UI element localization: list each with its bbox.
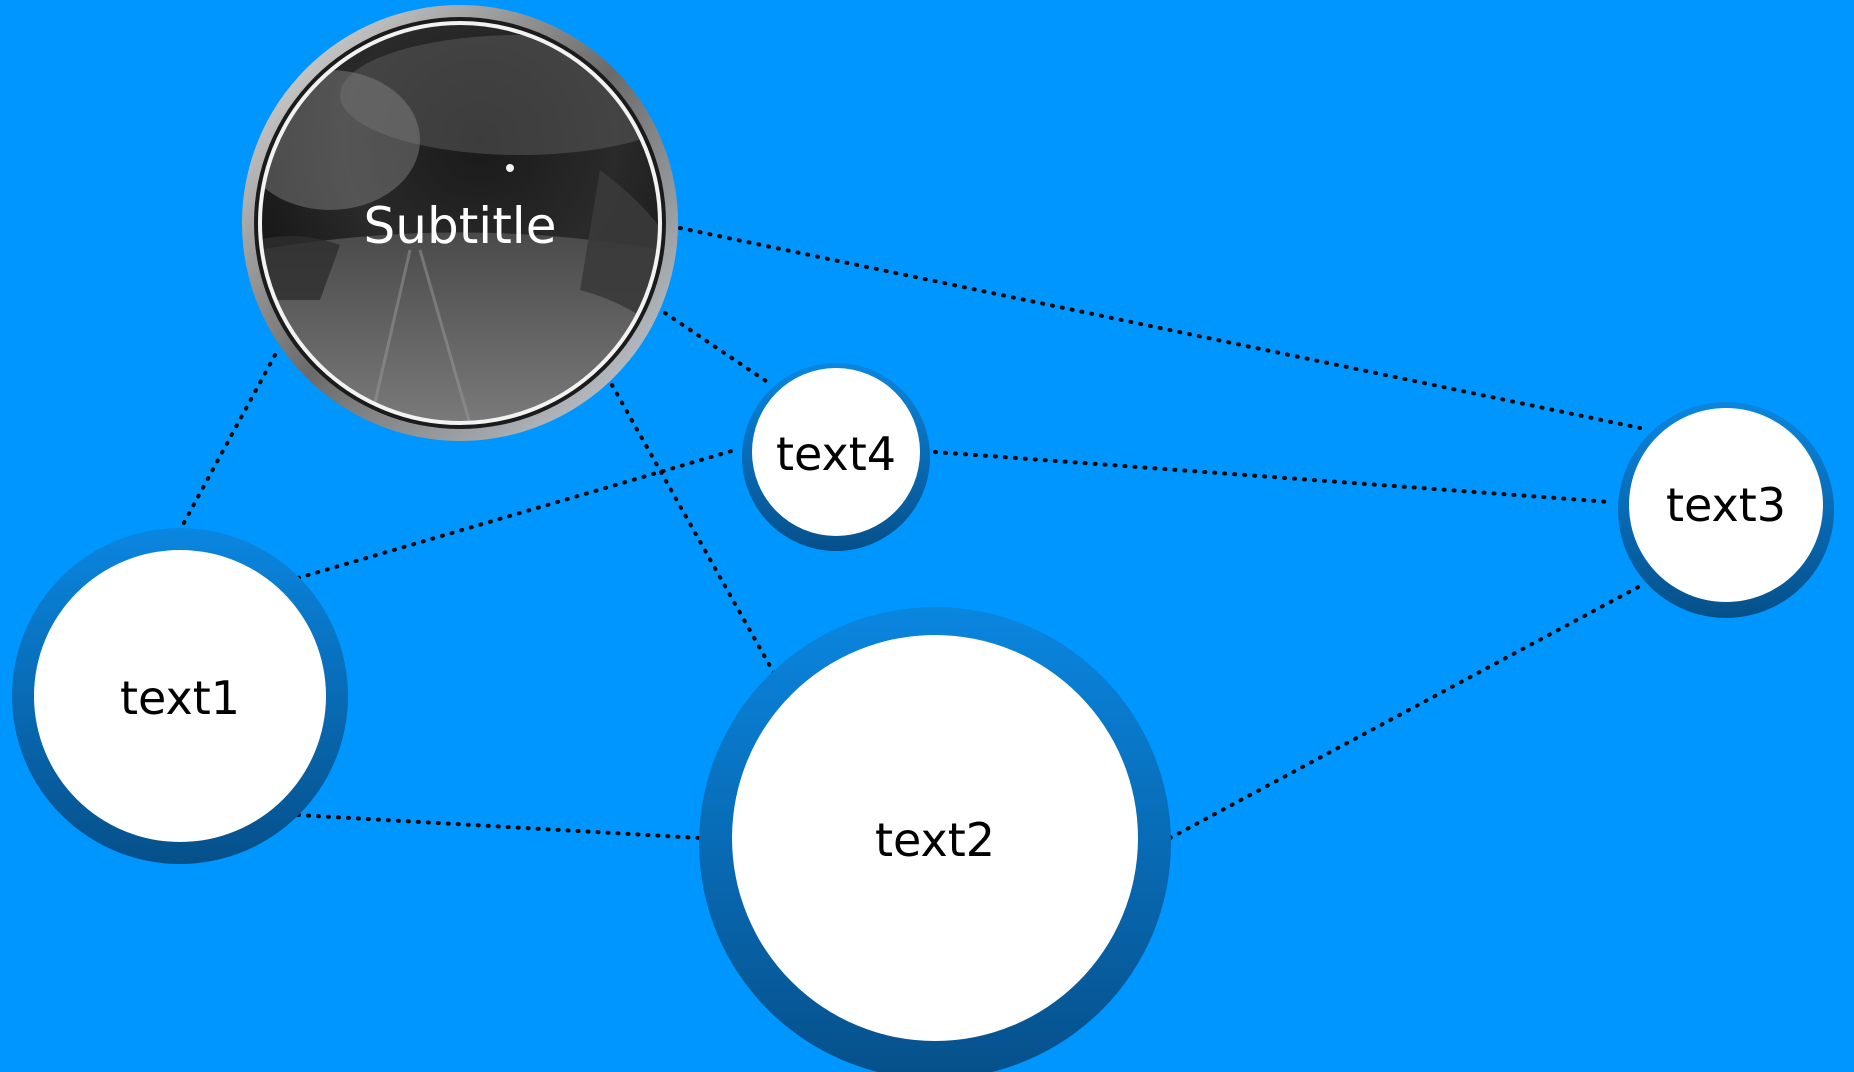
node-text2-label: text2 bbox=[875, 813, 995, 867]
node-text4-circle bbox=[752, 368, 920, 536]
node-text4-label: text4 bbox=[776, 427, 896, 481]
connector-text1-text4 bbox=[296, 448, 737, 580]
node-text4[interactable]: text4 bbox=[742, 363, 930, 551]
connectors-layer bbox=[178, 226, 1644, 840]
hub-inner-ring bbox=[258, 21, 662, 425]
connector-hub-text3 bbox=[678, 226, 1642, 430]
node-text3[interactable]: text3 bbox=[1618, 402, 1834, 618]
hub-label: Subtitle bbox=[364, 197, 557, 255]
node-text2-circle bbox=[732, 635, 1138, 1041]
connector-hub-text4 bbox=[663, 311, 774, 387]
node-text2[interactable]: text2 bbox=[699, 607, 1171, 1072]
node-text3-label: text3 bbox=[1666, 478, 1786, 532]
node-text3-circle bbox=[1629, 408, 1823, 602]
node-text1-circle bbox=[34, 550, 326, 842]
connector-text2-text3 bbox=[1168, 583, 1644, 840]
node-text1[interactable]: text1 bbox=[12, 528, 348, 864]
hub-node[interactable]: Subtitle bbox=[240, 5, 700, 441]
connector-hub-text1 bbox=[178, 353, 277, 532]
connector-text1-text2 bbox=[296, 813, 702, 840]
connector-text4-text3 bbox=[933, 450, 1612, 504]
node-text1-label: text1 bbox=[120, 671, 240, 725]
